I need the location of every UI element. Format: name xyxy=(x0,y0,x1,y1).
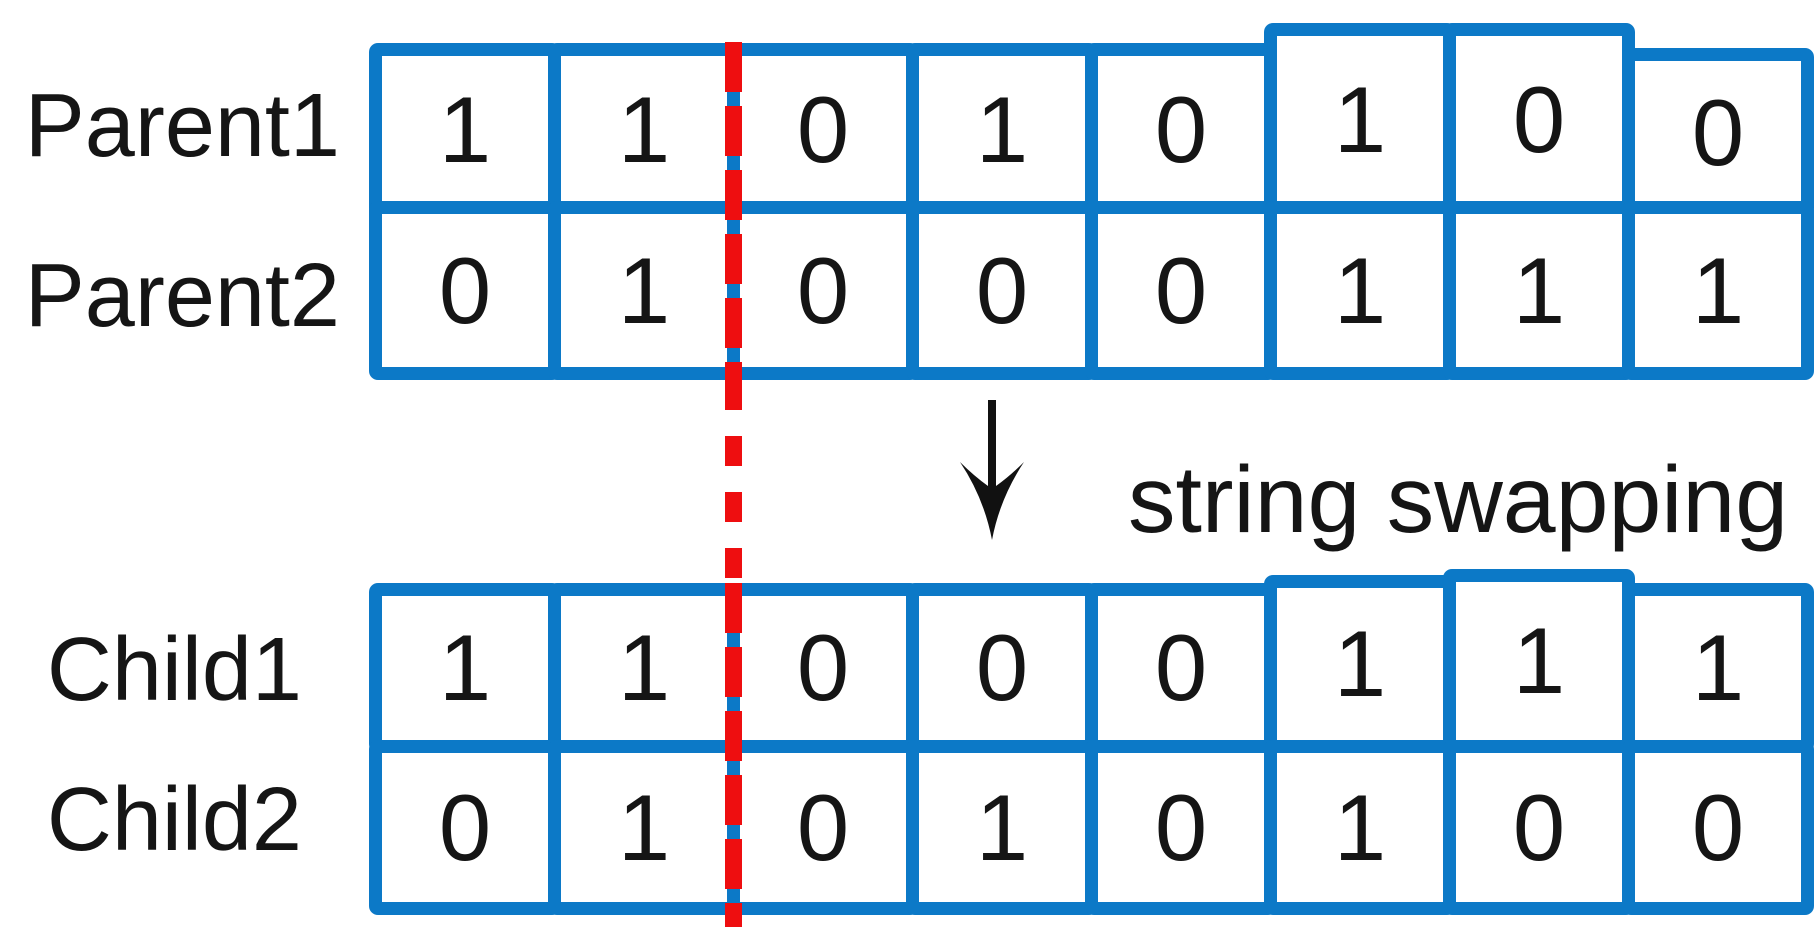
gene-cell: 1 xyxy=(906,740,1098,915)
gene-cell: 1 xyxy=(548,201,740,380)
gene-cell: 0 xyxy=(1085,201,1277,380)
gene-cell: 0 xyxy=(906,201,1098,380)
parent1-row: 1 1 0 1 0 1 0 0 xyxy=(369,23,1814,217)
gene-cell: 0 xyxy=(1443,740,1635,915)
gene-cell: 0 xyxy=(906,583,1098,753)
string-swapping-caption: string swapping xyxy=(1128,447,1789,553)
gene-cell: 0 xyxy=(727,740,919,915)
row-label-parent1: Parent1 xyxy=(24,76,340,176)
row-label-child2: Child2 xyxy=(46,770,302,870)
gene-cell: 1 xyxy=(369,583,561,753)
gene-cell: 0 xyxy=(1085,740,1277,915)
gene-cell: 1 xyxy=(369,43,561,217)
gene-cell: 0 xyxy=(1085,43,1277,217)
gene-cell: 1 xyxy=(1264,740,1456,915)
gene-cell: 0 xyxy=(369,740,561,915)
gene-cell: 1 xyxy=(1622,201,1814,380)
crossover-line-segment-middle xyxy=(725,380,742,583)
gene-cell: 0 xyxy=(727,583,919,753)
row-label-parent2: Parent2 xyxy=(24,246,340,346)
down-arrow-icon xyxy=(952,400,1032,542)
gene-cell: 1 xyxy=(1443,201,1635,380)
gene-cell: 1 xyxy=(1264,23,1456,217)
parent2-row: 0 1 0 0 0 1 1 1 xyxy=(369,201,1814,380)
crossover-line-segment-bottom xyxy=(725,583,742,927)
gene-cell: 0 xyxy=(369,201,561,380)
child1-row: 1 1 0 0 0 1 1 1 xyxy=(369,569,1814,753)
crossover-line-segment-top xyxy=(725,42,742,380)
gene-cell: 1 xyxy=(1622,583,1814,753)
gene-cell: 0 xyxy=(1622,740,1814,915)
gene-cell: 0 xyxy=(1622,48,1814,217)
gene-cell: 1 xyxy=(1264,201,1456,380)
gene-cell: 1 xyxy=(1443,569,1635,753)
gene-cell: 1 xyxy=(906,43,1098,217)
gene-cell: 0 xyxy=(1443,23,1635,217)
gene-cell: 0 xyxy=(727,201,919,380)
gene-cell: 0 xyxy=(727,43,919,217)
child2-row: 0 1 0 1 0 1 0 0 xyxy=(369,740,1814,915)
gene-cell: 1 xyxy=(1264,575,1456,753)
gene-cell: 0 xyxy=(1085,583,1277,753)
row-label-child1: Child1 xyxy=(46,620,302,720)
gene-cell: 1 xyxy=(548,583,740,753)
gene-cell: 1 xyxy=(548,43,740,217)
gene-cell: 1 xyxy=(548,740,740,915)
